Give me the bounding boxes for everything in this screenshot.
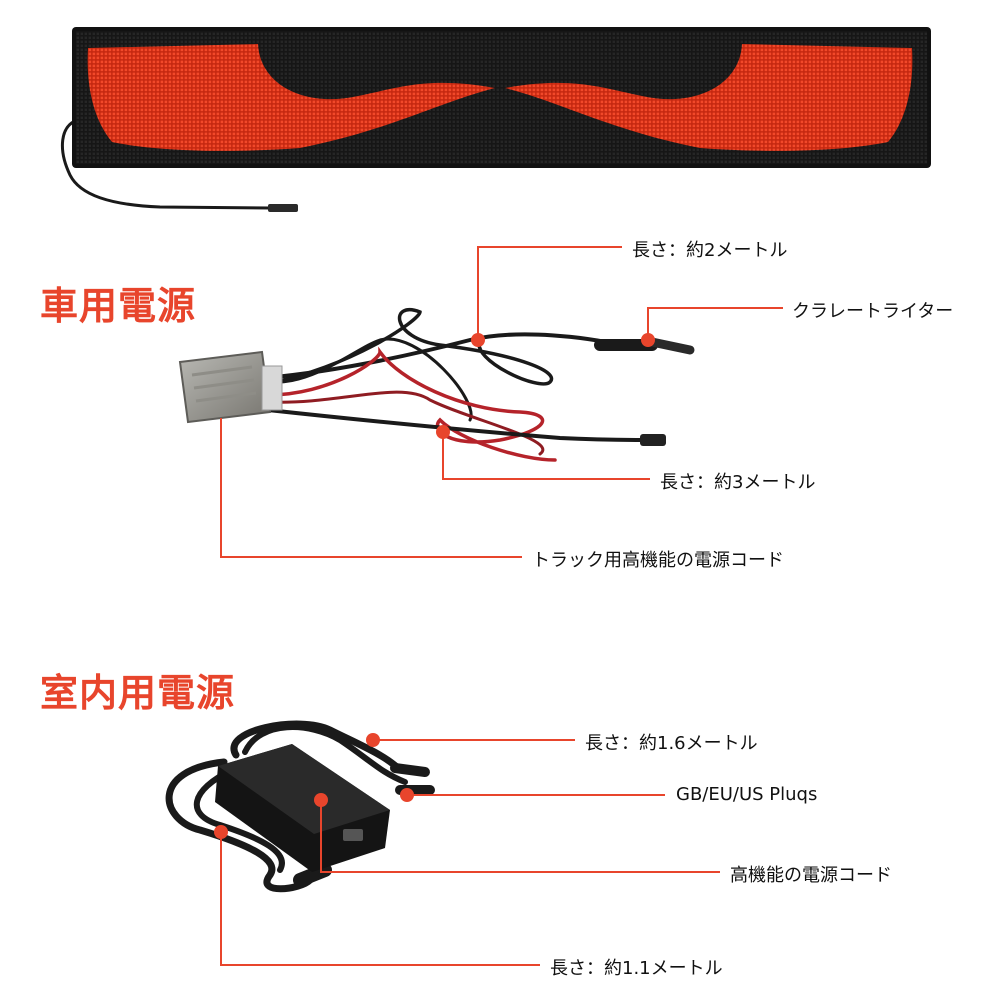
converter-box-icon [178,350,283,424]
callout-cable-length-1-1m: 長さ：約1.1メートル [550,958,723,979]
marker-cable-3m [436,425,450,439]
led-panel-icon [60,27,931,212]
ac-adapter-icon [215,744,390,872]
marker-lighter [641,333,655,347]
marker-cable-1-1m [214,825,228,839]
vehicle-power-heading: 車用電源 [40,284,197,328]
indoor-power-heading: 室内用電源 [40,671,236,715]
callout-cable-length-3m: 長さ：約3メートル [660,472,816,493]
marker-power-cord [314,793,328,807]
marker-cable-2m [471,333,485,347]
marker-plugs [400,788,414,802]
callout-power-cord: 高機能の電源コード [730,865,892,886]
callout-plugs: GB/EU/US Pluqs [676,784,818,805]
marker-cable-1-6m [366,733,380,747]
indoor-leader-lines [220,739,720,966]
vehicle-cable-icon [263,308,695,462]
callout-cigarette-lighter: クラレートライター [792,301,954,322]
callout-cable-length-1-6m: 長さ：約1.6メートル [585,733,758,754]
callout-truck-power-cord: トラック用高機能の電源コード [532,550,784,571]
callout-cable-length-2m: 長さ：約2メートル [632,240,788,261]
vehicle-leader-lines [220,246,783,558]
